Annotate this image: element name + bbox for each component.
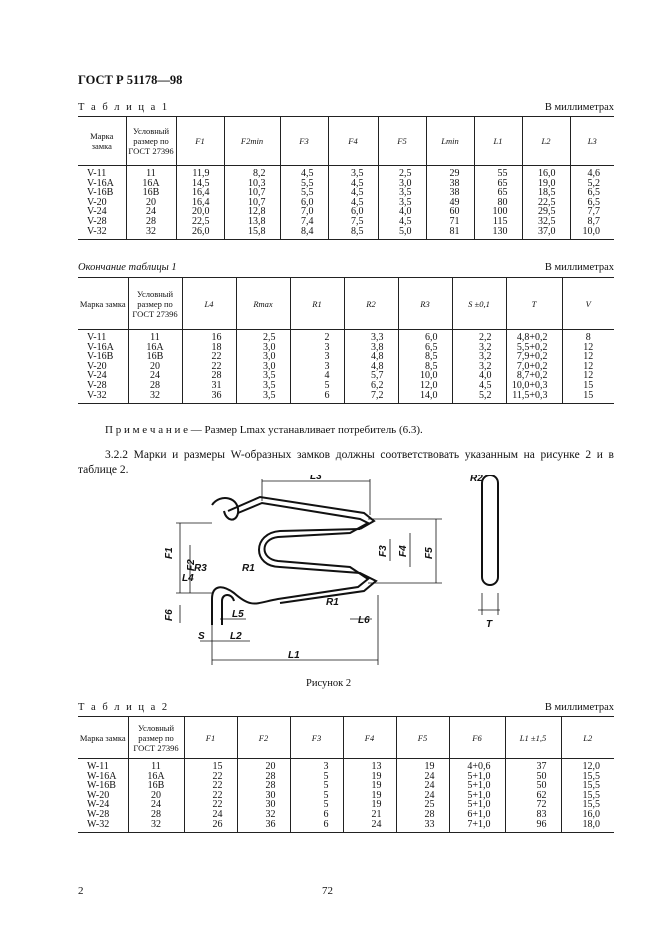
t2-h4: F3: [289, 716, 344, 759]
t1-col-f4: 3,5 4,5 4,5 4,5 6,0 7,5 8,5: [327, 165, 379, 240]
t1-h3: F2min: [223, 116, 281, 166]
t1b-h9: V: [561, 277, 614, 330]
fig-label-l4: L4: [182, 573, 194, 584]
t2-h2: F1: [183, 716, 238, 759]
t1b-col-rmax: 2,5 3,0 3,0 3,0 3,5 3,5 3,5: [235, 329, 291, 404]
t1b-col-s: 2,2 3,2 3,2 3,2 4,0 4,5 5,2: [451, 329, 507, 404]
t2-h3: F2: [236, 716, 291, 759]
t1-h2: F1: [175, 116, 225, 166]
table1-caption: Т а б л и ц а 1: [78, 102, 170, 113]
t1b-col-t: 4,8+0,2 5,5+0,2 7,9+0,2 7,0+0,2 8,7+0,2 …: [505, 329, 563, 404]
t1b-h8: T: [505, 277, 563, 330]
figure-2-caption: Рисунок 2: [306, 678, 352, 689]
t1b-h1: Условный размер по ГОСТ 27396: [127, 277, 183, 330]
t1b-h3: Rmax: [235, 277, 291, 330]
t1b-h4: R1: [289, 277, 345, 330]
t1-h0: Марка замка: [78, 116, 127, 166]
t1-col-size: 11 16A 16B 20 24 28 32: [125, 165, 177, 240]
page-index: 72: [322, 885, 333, 897]
fig-label-l6: L6: [358, 615, 370, 626]
t1b-col-mark: V-11 V-16A V-16B V-20 V-24 V-28 V-32: [78, 329, 129, 404]
t1b-col-l4: 16 18 22 22 28 31 36: [181, 329, 237, 404]
figure-2-drawing: L3 R2 F1 F2 F3 F4 F5 F6 R1 R1 R3 L5 L4 L…: [164, 475, 500, 665]
t1-col-f2min: 8,2 10,3 10,7 10,7 12,8 13,8 15,8: [223, 165, 281, 240]
t1b-col-size: 11 16A 16B 20 24 28 32: [127, 329, 183, 404]
t1b-col-r2: 3,3 3,8 4,8 4,8 5,7 6,2 7,2: [343, 329, 399, 404]
table1b-units: В миллиметрах: [544, 262, 614, 273]
page-number: 2: [78, 885, 84, 897]
note: П р и м е ч а н и е — Размер Lmax устана…: [105, 424, 423, 436]
t1-col-l2: 16,0 19,0 18,5 22,5 29,5 32,5 37,0: [521, 165, 571, 240]
t2-h0: Марка замка: [78, 716, 129, 759]
t1-col-f3: 4,5 5,5 5,5 6,0 7,0 7,4 8,4: [279, 165, 329, 240]
t2-h9: L2: [560, 716, 614, 759]
fig-label-f2: F2: [186, 559, 197, 571]
t1-h5: F4: [327, 116, 379, 166]
table2-caption: Т а б л и ц а 2: [78, 702, 170, 713]
t1b-h6: R3: [397, 277, 453, 330]
t1b-col-r3: 6,0 6,5 8,5 8,5 10,0 12,0 14,0: [397, 329, 453, 404]
t2-col-mark: W-11 W-16A W-16B W-20 W-24 W-28 W-32: [78, 758, 129, 833]
t1-col-mark: V-11 V-16A V-16B V-20 V-24 V-28 V-32: [78, 165, 127, 240]
page-header: ГОСТ Р 51178—98: [78, 73, 183, 87]
t1b-col-v: 8 12 12 12 12 15 15: [561, 329, 614, 404]
fig-label-l2: L2: [230, 631, 242, 642]
t1-h8: L1: [473, 116, 523, 166]
fig-label-f5: F5: [424, 547, 435, 559]
t1-col-f5: 2,5 3,0 3,5 3,5 4,0 4,5 5,0: [377, 165, 427, 240]
t1b-h0: Марка замка: [78, 277, 129, 330]
table2: Марка замка Условный размер по ГОСТ 2739…: [78, 716, 614, 834]
fig-label-r1: R1: [242, 563, 255, 574]
table1b-caption: Окончание таблицы 1: [78, 262, 177, 273]
t2-h8: L1 ±1,5: [504, 716, 562, 759]
fig-label-r3: R3: [194, 563, 207, 574]
t2-h7: F6: [448, 716, 506, 759]
table1b: Марка замка Условный размер по ГОСТ 2739…: [78, 277, 614, 405]
t2-h1: Условный размер по ГОСТ 27396: [127, 716, 185, 759]
fig-label-l5: L5: [232, 609, 244, 620]
t2-col-f5: 19 24 24 24 25 28 33: [395, 758, 450, 833]
t2-col-f2: 20 28 28 30 30 32 36: [236, 758, 291, 833]
t1-h9: L2: [521, 116, 571, 166]
t2-h6: F5: [395, 716, 450, 759]
fig-label-f6: F6: [164, 609, 175, 621]
t1-h10: L3: [569, 116, 614, 166]
table1-units: В миллиметрах: [544, 102, 614, 113]
fig-label-f1: F1: [164, 547, 175, 559]
t2-col-f3: 3 5 5 5 5 6 6: [289, 758, 344, 833]
fig-label-l3: L3: [310, 475, 322, 482]
t1-col-lmin: 29 38 38 49 60 71 81: [425, 165, 475, 240]
t1-col-l1: 55 65 65 80 100 115 130: [473, 165, 523, 240]
paragraph-3-2-2: 3.2.2 Марки и размеры W-образных замков …: [78, 449, 614, 476]
t1-h7: Lmin: [425, 116, 475, 166]
fig-label-f3: F3: [378, 545, 389, 557]
t1-col-l3: 4,6 5,2 6,5 6,5 7,7 8,7 10,0: [569, 165, 614, 240]
fig-label-t: T: [486, 619, 493, 630]
t2-col-l2: 12,0 15,5 15,5 15,5 15,5 16,0 18,0: [560, 758, 614, 833]
fig-label-s: S: [198, 631, 205, 642]
t2-col-l1: 37 50 50 62 72 83 96: [504, 758, 562, 833]
fig-label-l1: L1: [288, 650, 300, 661]
t1-h1: Условный размер по ГОСТ 27396: [125, 116, 177, 166]
t2-col-f4: 13 19 19 19 19 21 24: [342, 758, 397, 833]
t2-col-f1: 15 22 22 22 22 24 26: [183, 758, 238, 833]
table2-units: В миллиметрах: [544, 702, 614, 713]
fig-label-r1b: R1: [326, 597, 339, 608]
fig-label-r2: R2: [470, 475, 483, 484]
t2-col-f6: 4+0,6 5+1,0 5+1,0 5+1,0 5+1,0 6+1,0 7+1,…: [448, 758, 506, 833]
t1b-h5: R2: [343, 277, 399, 330]
t1-col-f1: 11,9 14,5 16,4 16,4 20,0 22,5 26,0: [175, 165, 225, 240]
t1b-h2: L4: [181, 277, 237, 330]
t1-h4: F3: [279, 116, 329, 166]
t1b-col-r1: 2 3 3 3 4 5 6: [289, 329, 345, 404]
t2-h5: F4: [342, 716, 397, 759]
t2-col-size: 11 16A 16B 20 24 28 32: [127, 758, 185, 833]
fig-label-f4: F4: [398, 545, 409, 557]
t1-h6: F5: [377, 116, 427, 166]
t1b-h7: S ±0,1: [451, 277, 507, 330]
table1: Марка замка Условный размер по ГОСТ 2739…: [78, 116, 614, 241]
